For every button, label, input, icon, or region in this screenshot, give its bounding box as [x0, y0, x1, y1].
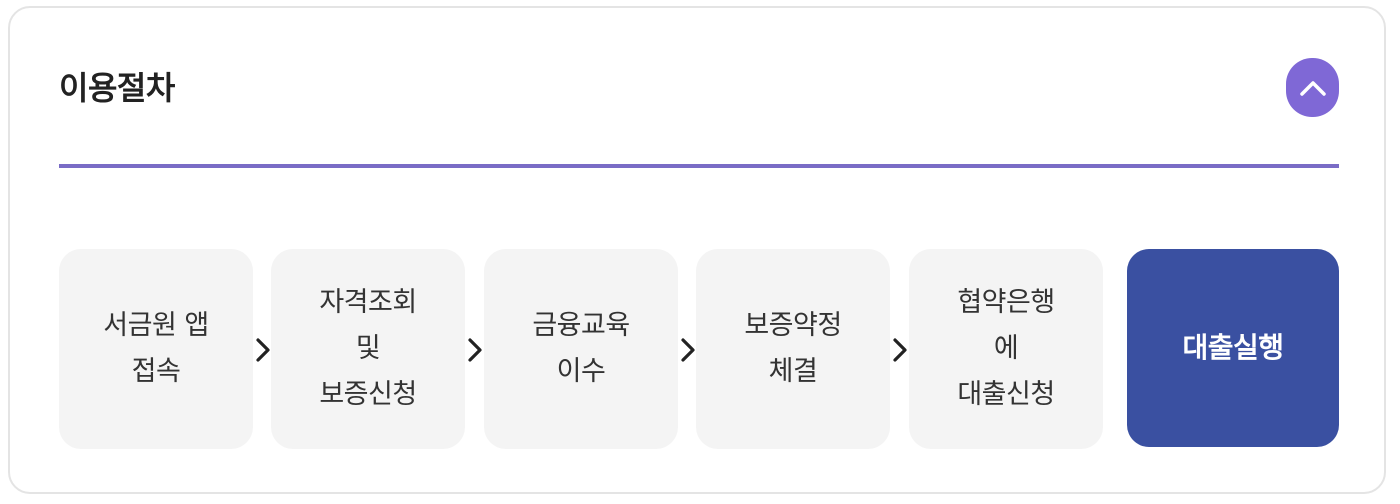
step-6-final: 대출실행: [1127, 249, 1339, 447]
panel-title: 이용절차: [59, 69, 175, 107]
collapse-toggle-button[interactable]: [1286, 58, 1339, 117]
step-label: 자격조회 및 보증신청: [319, 287, 417, 410]
step-label: 서금원 앱 접속: [103, 310, 209, 387]
title-divider: [59, 164, 1339, 168]
step-label: 보증약정 체결: [744, 310, 842, 387]
step-label: 금융교육 이수: [532, 310, 630, 387]
step-5: 협약은행 에 대출신청: [909, 249, 1103, 449]
chevron-right-icon: [467, 337, 483, 363]
step-2: 자격조회 및 보증신청: [271, 249, 465, 449]
step-label: 협약은행 에 대출신청: [957, 287, 1055, 410]
chevron-up-icon: [1299, 80, 1326, 96]
step-1: 서금원 앱 접속: [59, 249, 253, 449]
procedure-panel: 이용절차 서금원 앱 접속 자격조회 및 보증신청 금융교육 이수 보증약정 체…: [8, 6, 1386, 494]
step-3: 금융교육 이수: [484, 249, 678, 449]
step-label: 대출실행: [1182, 331, 1284, 364]
step-4: 보증약정 체결: [696, 249, 890, 449]
chevron-right-icon: [255, 337, 271, 363]
chevron-right-icon: [892, 337, 908, 363]
procedure-steps: 서금원 앱 접속 자격조회 및 보증신청 금융교육 이수 보증약정 체결 협약은…: [59, 249, 1339, 449]
chevron-right-icon: [680, 337, 696, 363]
